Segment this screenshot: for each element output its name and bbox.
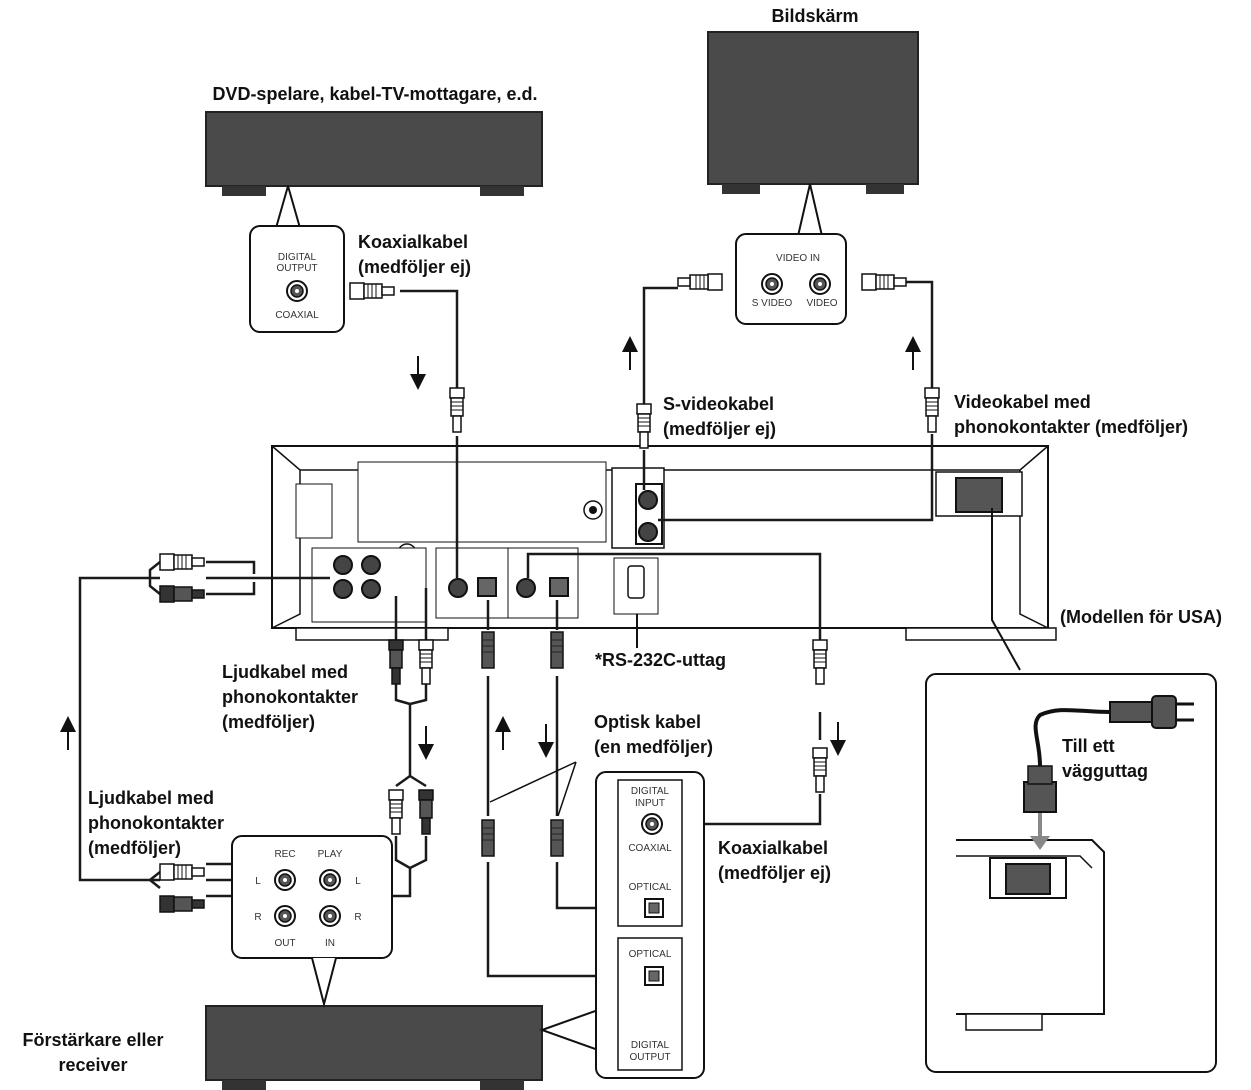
optical-label-1: Optisk kabel xyxy=(594,712,702,732)
amp-digital-text: DIGITAL xyxy=(631,786,670,797)
rec-r-text: R xyxy=(254,912,261,923)
play-r-text: R xyxy=(354,912,361,923)
video-text: VIDEO xyxy=(806,298,837,309)
source-output-text: OUTPUT xyxy=(276,263,317,274)
amplifier-device xyxy=(205,1005,543,1090)
svideo-text: S VIDEO xyxy=(752,298,793,309)
rec-l-text: L xyxy=(255,876,261,887)
coax-plug-unit xyxy=(449,387,465,433)
audio-plug-dark-unit xyxy=(388,639,404,685)
optical-plug-1a xyxy=(481,631,495,669)
rec-text: REC xyxy=(274,849,295,860)
audio-left-label-2: phonokontakter xyxy=(88,813,225,833)
in-text: IN xyxy=(325,938,335,949)
amp-output-text: OUTPUT xyxy=(629,1052,670,1063)
svideo-label-1: S-videokabel xyxy=(663,394,775,414)
audio-left-label-3: (medföljer) xyxy=(88,838,182,858)
usa-model-label: (Modellen för USA) xyxy=(1060,607,1222,627)
coax-bottom-label-1: Koaxialkabel xyxy=(718,838,829,858)
optical-leader-lines xyxy=(489,761,577,817)
optical-plug-1b xyxy=(481,819,495,857)
svideo-label-2: (medföljer ej) xyxy=(663,419,777,439)
rs232-label: *RS-232C-uttag xyxy=(595,650,727,670)
optical-plug-2b xyxy=(550,819,564,857)
amplifier-label-1: Förstärkare eller xyxy=(22,1030,164,1050)
coax-plug-unit-2 xyxy=(812,639,828,685)
source-output-panel xyxy=(249,185,345,333)
power-inset xyxy=(925,508,1217,1073)
audio-mid-label-1: Ljudkabel med xyxy=(222,662,349,682)
video-in-text: VIDEO IN xyxy=(776,253,820,264)
svideo-jack xyxy=(761,273,783,295)
svideo-plug-unit xyxy=(636,403,652,449)
amp-coaxial-text: COAXIAL xyxy=(628,843,672,854)
source-label: DVD-spelare, kabel-TV-mottagare, e.d. xyxy=(212,84,538,104)
audio-mid-label-2: phonokontakter xyxy=(222,687,359,707)
amp-digital-text-2: DIGITAL xyxy=(631,1040,670,1051)
audio-left-plug-dark xyxy=(159,585,205,603)
video-plug-unit xyxy=(924,387,940,433)
main-unit-rear-panel xyxy=(271,445,1057,641)
audio-plug-white-unit xyxy=(418,639,434,685)
source-digital-text: DIGITAL xyxy=(278,252,317,263)
video-cable-label-1: Videokabel med xyxy=(954,392,1091,412)
coax-bottom-label-2: (medföljer ej) xyxy=(718,863,832,883)
wall-outlet-label-2: vägguttag xyxy=(1062,761,1149,781)
monitor-device xyxy=(707,31,919,194)
cables xyxy=(78,280,934,978)
optical-plug-2a xyxy=(550,631,564,669)
audio-plug-white-amp xyxy=(388,789,404,835)
amp-rec-play-panel xyxy=(231,835,393,1008)
amp-optical-text: OPTICAL xyxy=(629,882,672,893)
amp-optical-text-2: OPTICAL xyxy=(629,949,672,960)
audio-amp-plug-dark xyxy=(159,895,205,913)
audio-plug-dark-amp xyxy=(418,789,434,835)
monitor-input-panel xyxy=(735,183,847,325)
video-cable-label-2: phonokontakter (medföljer) xyxy=(954,417,1189,437)
monitor-label: Bildskärm xyxy=(771,6,859,26)
coax-plug-source xyxy=(349,282,395,300)
audio-left-label-1: Ljudkabel med xyxy=(88,788,215,808)
audio-amp-plug-white xyxy=(159,863,205,881)
out-text: OUT xyxy=(274,938,295,949)
source-coax-jack xyxy=(286,280,308,302)
direction-arrows xyxy=(60,336,921,760)
amp-input-text: INPUT xyxy=(635,798,665,809)
source-coaxial-text: COAXIAL xyxy=(275,310,319,321)
play-text: PLAY xyxy=(318,849,343,860)
amplifier-label-2: receiver xyxy=(58,1055,128,1075)
audio-mid-label-3: (medföljer) xyxy=(222,712,316,732)
video-jack xyxy=(809,273,831,295)
coax-top-label-2: (medföljer ej) xyxy=(358,257,472,277)
source-device xyxy=(205,111,543,196)
svideo-plug-monitor xyxy=(677,273,723,291)
amp-digital-panel xyxy=(539,771,705,1079)
play-l-text: L xyxy=(355,876,361,887)
coax-top-label-1: Koaxialkabel xyxy=(358,232,469,252)
video-plug-monitor xyxy=(861,273,907,291)
optical-label-2: (en medföljer) xyxy=(594,737,714,757)
wall-outlet-label-1: Till ett xyxy=(1062,736,1115,756)
coax-plug-amp xyxy=(812,747,828,793)
audio-left-plug-white xyxy=(159,553,205,571)
